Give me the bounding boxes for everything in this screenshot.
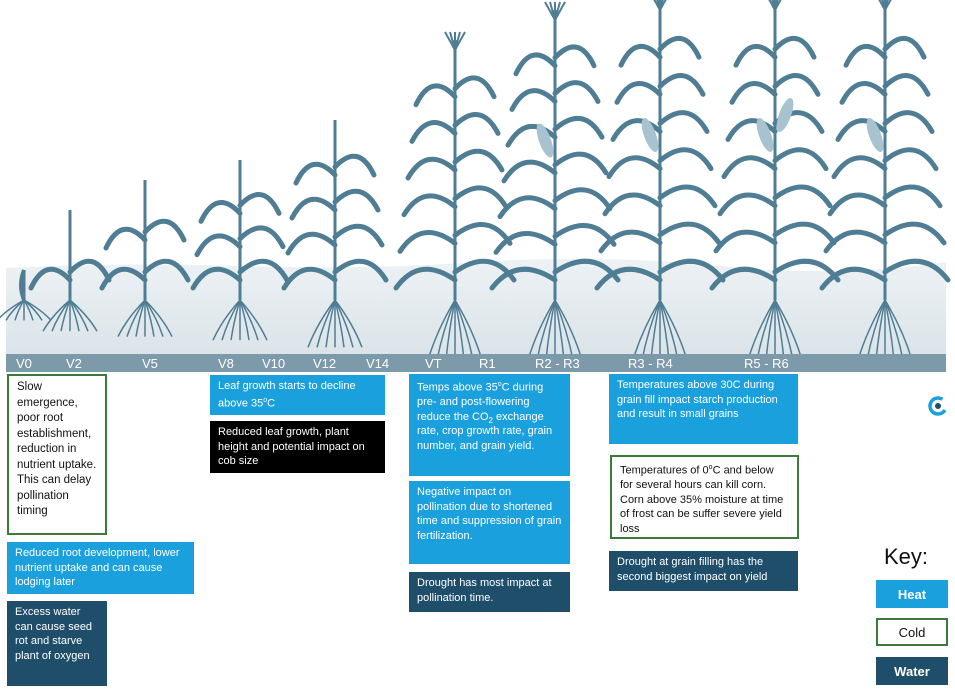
- early-cold-text: Slow emergence, poor root establishment,…: [17, 381, 97, 517]
- flowering-heat-text-c: exchange rate, crop growth rate, grain n…: [417, 410, 553, 452]
- key-cold-label: Cold: [898, 624, 926, 640]
- key-water-label: Water: [894, 663, 930, 679]
- corn-plant: [594, 0, 726, 361]
- stage-label-v5: V5: [142, 356, 158, 371]
- stage-label-v10: V10: [262, 356, 286, 371]
- co2-subscript: 2: [488, 415, 493, 425]
- flowering-heat-text-b: C during pre- and post-flowering reduce …: [417, 381, 544, 423]
- pollination-heat-text: Negative impact on pollination due to sh…: [417, 486, 562, 542]
- grainfill-heat-box: Temperatures above 30C during grain fill…: [609, 374, 798, 444]
- early-heat-box: Reduced root development, lower nutrient…: [7, 542, 194, 594]
- stage-label-v14: V14: [366, 356, 390, 371]
- grainfill-cold-text-a: Temperatures of 0: [620, 464, 709, 477]
- stage-label-r5-r6: R5 - R6: [744, 356, 789, 371]
- early-water-text: Excess water can cause seed rot and star…: [15, 606, 93, 662]
- pollination-heat-box: Negative impact on pollination due to sh…: [409, 481, 570, 564]
- stage-label-r2-r3: R2 - R3: [535, 356, 580, 371]
- key-heat: Heat: [876, 580, 948, 608]
- corn-plant: [99, 180, 191, 337]
- stage-label-v8: V8: [218, 356, 234, 371]
- grainfill-cold-text-b: C and below for several hours can kill c…: [620, 464, 784, 535]
- early-heat-text: Reduced root development, lower nutrient…: [15, 547, 180, 588]
- key-heat-label: Heat: [897, 586, 927, 602]
- degree-mark: o: [497, 381, 502, 388]
- vegetative-heat-text-a: Leaf growth starts to decline above 35: [218, 380, 356, 410]
- stage-label-r3-r4: R3 - R4: [628, 356, 673, 371]
- early-water-box: Excess water can cause seed rot and star…: [7, 601, 107, 686]
- stage-label-r1: R1: [479, 356, 496, 371]
- vegetative-heat-text-b: C: [267, 397, 276, 410]
- corn-plant: [819, 0, 951, 361]
- stage-label-v2: V2: [66, 356, 82, 371]
- corn-plants: [0, 0, 951, 361]
- corn-plant: [281, 120, 389, 348]
- brand-logo-icon: [928, 396, 948, 416]
- early-cold-box: Slow emergence, poor root establishment,…: [7, 374, 107, 535]
- grainfill-cold-box: Temperatures of 0oC and below for severa…: [610, 455, 799, 539]
- degree-mark: o: [708, 464, 713, 471]
- grainfill-water-box: Drought at grain filling has the second …: [609, 551, 798, 591]
- corn-plant: [190, 160, 290, 341]
- vegetative-black-box: Reduced leaf growth, plant height and po…: [210, 421, 385, 473]
- flowering-heat-box: Temps above 35oC during pre- and post-fl…: [409, 374, 570, 476]
- growth-stage-bar: [6, 354, 946, 372]
- stage-label-v0: V0: [16, 356, 32, 371]
- flowering-water-text: Drought has most impact at pollination t…: [417, 577, 552, 604]
- key-cold: Cold: [876, 618, 948, 646]
- flowering-water-box: Drought has most impact at pollination t…: [409, 572, 570, 612]
- corn-plant: [489, 1, 621, 361]
- corn-plant: [709, 0, 841, 361]
- stage-label-vt: VT: [425, 356, 442, 371]
- grainfill-water-text: Drought at grain filling has the second …: [617, 556, 768, 583]
- vegetative-heat-box: Leaf growth starts to decline above 35oC: [210, 375, 385, 415]
- vegetative-black-text: Reduced leaf growth, plant height and po…: [218, 426, 365, 467]
- corn-plant: [28, 210, 112, 332]
- stage-label-v12: V12: [313, 356, 337, 371]
- key-water: Water: [876, 657, 948, 685]
- key-title: Key:: [884, 544, 929, 569]
- flowering-heat-text-a: Temps above 35: [417, 381, 498, 394]
- corn-growth-illustration: [0, 0, 951, 361]
- grainfill-heat-text: Temperatures above 30C during grain fill…: [617, 379, 778, 420]
- degree-mark: o: [263, 396, 268, 404]
- corn-plant: [0, 269, 52, 321]
